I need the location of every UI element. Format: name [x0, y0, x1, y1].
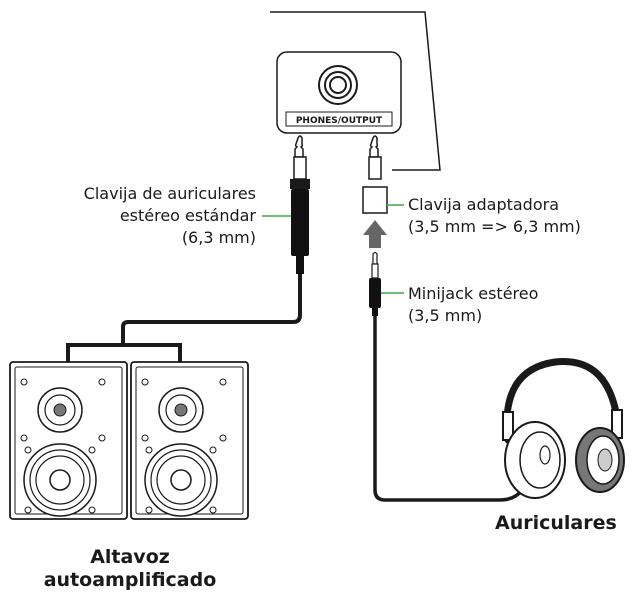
leader-lines: [262, 204, 404, 294]
adapter-plug: [362, 135, 388, 214]
phones-jack-socket: [318, 65, 358, 105]
adapter-label-line1: Clavija adaptadora: [408, 195, 559, 214]
standard-stereo-plug: [290, 135, 310, 274]
speakers-label-line1: Altavoz: [90, 546, 170, 568]
standard-plug-label-line3: (6,3 mm): [181, 228, 256, 247]
standard-plug-label: Clavija de auriculares estéreo estándar …: [84, 183, 256, 249]
phones-output-panel: PHONES/OUTPUT: [276, 51, 402, 134]
adapter-label: Clavija adaptadora (3,5 mm => 6,3 mm): [408, 194, 581, 238]
jack-label: PHONES/OUTPUT: [296, 116, 383, 126]
speakers-label-line2: autoamplificado: [43, 569, 217, 591]
headphones-label: Auriculares: [495, 512, 617, 534]
minijack-plug: [369, 251, 381, 316]
standard-plug-label-line1: Clavija de auriculares: [83, 184, 256, 203]
minijack-label-line1: Minijack estéreo: [408, 284, 539, 303]
standard-plug-label-line2: estéreo estándar: [119, 206, 256, 225]
speaker-left: [9, 361, 128, 520]
headphones-icon: [502, 358, 625, 499]
insert-arrow-icon: [363, 220, 387, 248]
instrument-body: [270, 11, 441, 171]
speakers-label: Altavoz autoamplificado: [40, 546, 220, 592]
adapter-label-line2: (3,5 mm => 6,3 mm): [408, 217, 581, 236]
speaker-right: [130, 361, 249, 520]
speaker-cable: [66, 274, 302, 362]
minijack-label-line2: (3,5 mm): [408, 306, 483, 325]
minijack-label: Minijack estéreo (3,5 mm): [408, 283, 538, 327]
